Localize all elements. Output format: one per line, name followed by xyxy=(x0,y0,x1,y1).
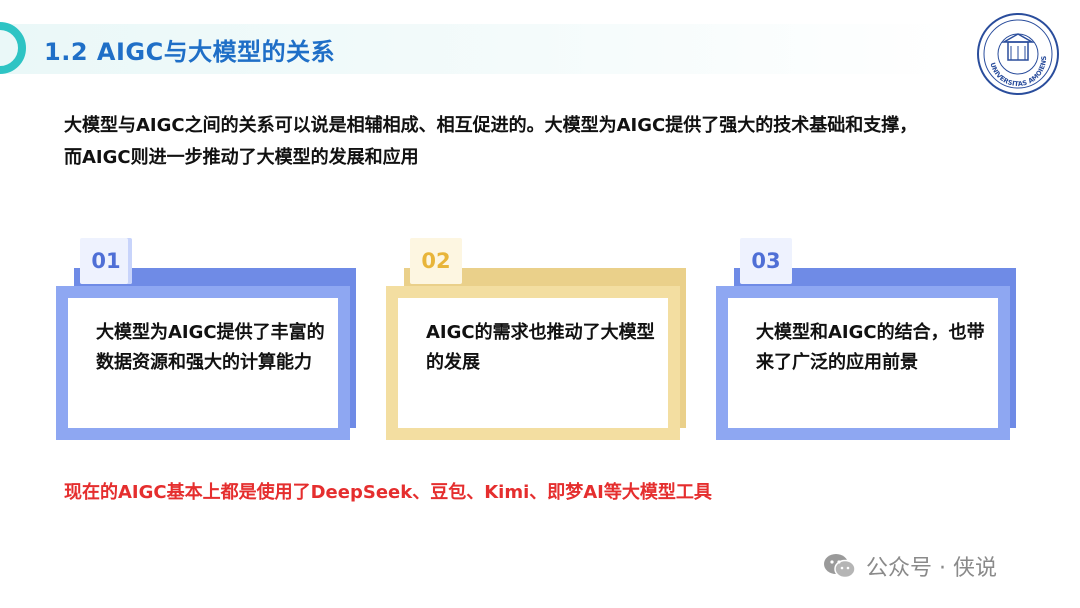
page-title: 1.2 AIGC与大模型的关系 xyxy=(44,38,336,66)
card-text: AIGC的需求也推动了大模型的发展 xyxy=(426,322,655,373)
card-text: 大模型和AIGC的结合，也带来了广泛的应用前景 xyxy=(756,322,985,373)
intro-line-2: 而AIGC则进一步推动了大模型的发展和应用 xyxy=(64,147,419,168)
card-face xyxy=(56,286,350,440)
card-face xyxy=(716,286,1010,440)
wechat-icon xyxy=(824,554,856,579)
card-number-tab: 02 xyxy=(410,238,462,284)
intro-line-1: 大模型与AIGC之间的关系可以说是相辅相成、相互促进的。大模型为AIGC提供了强… xyxy=(64,115,918,136)
card-number-tab: 01 xyxy=(80,238,132,284)
university-seal-logo: UNIVERSITAS AMOIENSIS xyxy=(976,12,1059,95)
card-number-tab: 03 xyxy=(740,238,792,284)
ring-decoration xyxy=(0,22,26,74)
watermark-text: 公众号 · 侠说 xyxy=(866,556,997,581)
card-depth-top xyxy=(404,268,686,286)
card-depth-top xyxy=(734,268,1016,286)
title-bar xyxy=(0,24,960,74)
card-depth-top xyxy=(74,268,356,286)
card-01: 01 大模型为AIGC提供了丰富的数据资源和强大的计算能力 xyxy=(56,238,356,440)
card-face xyxy=(386,286,680,440)
intro-paragraph: 大模型与AIGC之间的关系可以说是相辅相成、相互促进的。大模型为AIGC提供了强… xyxy=(64,110,1044,174)
highlight-note: 现在的AIGC基本上都是使用了DeepSeek、豆包、Kimi、即梦AI等大模型… xyxy=(64,482,712,503)
watermark: 公众号 · 侠说 xyxy=(822,550,997,582)
card-02: 02 AIGC的需求也推动了大模型的发展 xyxy=(386,238,686,440)
card-text: 大模型为AIGC提供了丰富的数据资源和强大的计算能力 xyxy=(96,322,325,373)
card-03: 03 大模型和AIGC的结合，也带来了广泛的应用前景 xyxy=(716,238,1016,440)
